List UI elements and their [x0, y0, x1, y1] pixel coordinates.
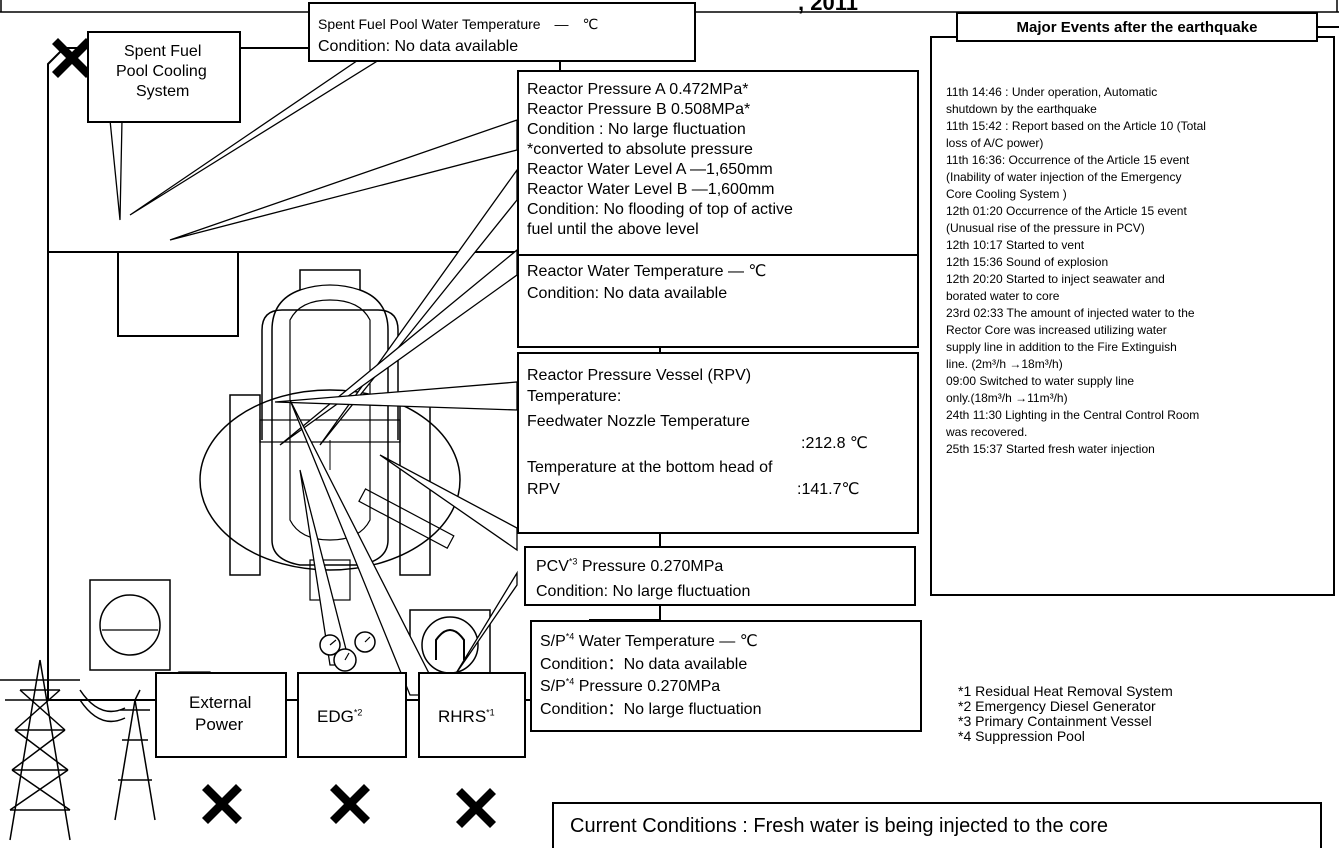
rpv-temp-box: Reactor Pressure Vessel (RPV) Temperatur… [517, 352, 919, 534]
sp-label: S/P [540, 633, 566, 650]
edg-box: EDG*2 [297, 672, 407, 758]
power-tower-icon [0, 659, 156, 841]
failure-x-icon [52, 38, 92, 78]
spent-fuel-pool [117, 251, 239, 337]
page-title: , 2011 [798, 0, 858, 15]
pcv-label: PCV [536, 558, 569, 575]
current-conditions-bar: Current Conditions : Fresh water is bein… [552, 802, 1322, 848]
sp-box: S/P*4 Water Temperature — ℃ Condition：No… [530, 620, 922, 732]
major-events-title: Major Events after the earthquake [956, 12, 1318, 42]
divider [1318, 26, 1339, 28]
spent-fuel-pool-cooling-label: Spent Fuel Pool Cooling System [88, 32, 240, 122]
major-events-panel: 11th 14:46 : Under operation, Automatic … [930, 36, 1335, 596]
containment-vessel [199, 389, 461, 571]
divider [519, 254, 917, 256]
reactor-pressure-box: Reactor Pressure A 0.472MPa* Reactor Pre… [517, 70, 919, 348]
reactor-pressure-vessel [271, 269, 389, 566]
spent-fuel-pool-label-frame [87, 31, 241, 123]
external-power-box: External Power [155, 672, 287, 758]
pcv-box: PCV*3 Pressure 0.270MPa Condition: No la… [524, 546, 916, 606]
rhrs-box: RHRS*1 [418, 672, 526, 758]
pool-temp-box: Spent Fuel Pool Water Temperature — ℃ Co… [308, 2, 696, 62]
